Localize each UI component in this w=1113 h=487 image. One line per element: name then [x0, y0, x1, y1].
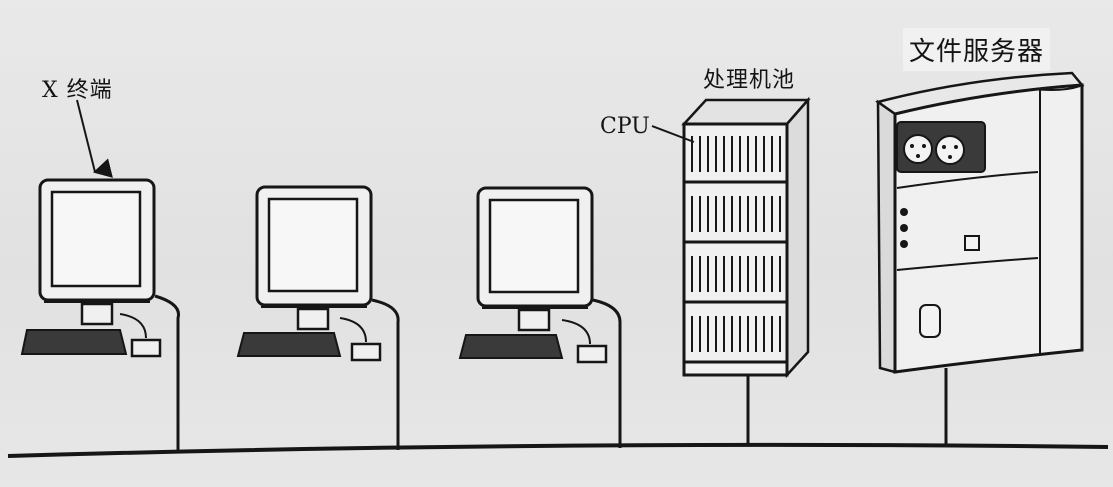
- processor-pool-label: 处理机池: [703, 68, 796, 93]
- server-socket-left: [903, 134, 933, 164]
- server-socket-right: [935, 135, 965, 165]
- cpu-label: CPU: [600, 114, 650, 139]
- cpu-pointer-arrow: [651, 125, 695, 143]
- x-terminal-label: X 终端: [42, 78, 113, 103]
- cpu-card-rows: [684, 136, 787, 364]
- processor-pool-rack: [681, 96, 811, 446]
- network-bus-line: [7, 442, 1109, 458]
- x-terminal-pointer-arrow: [76, 99, 113, 178]
- file-server: [875, 71, 1085, 444]
- server-power-button: [964, 235, 980, 251]
- file-server-label: 文件服务器: [903, 28, 1051, 71]
- x-terminal-3: [458, 186, 622, 448]
- server-drive-slot: [919, 304, 941, 338]
- server-indicator-light: [900, 224, 908, 232]
- server-indicator-light: [900, 240, 908, 248]
- x-terminal-2: [236, 185, 400, 450]
- x-terminal-1: [20, 178, 181, 452]
- server-indicator-light: [900, 208, 908, 216]
